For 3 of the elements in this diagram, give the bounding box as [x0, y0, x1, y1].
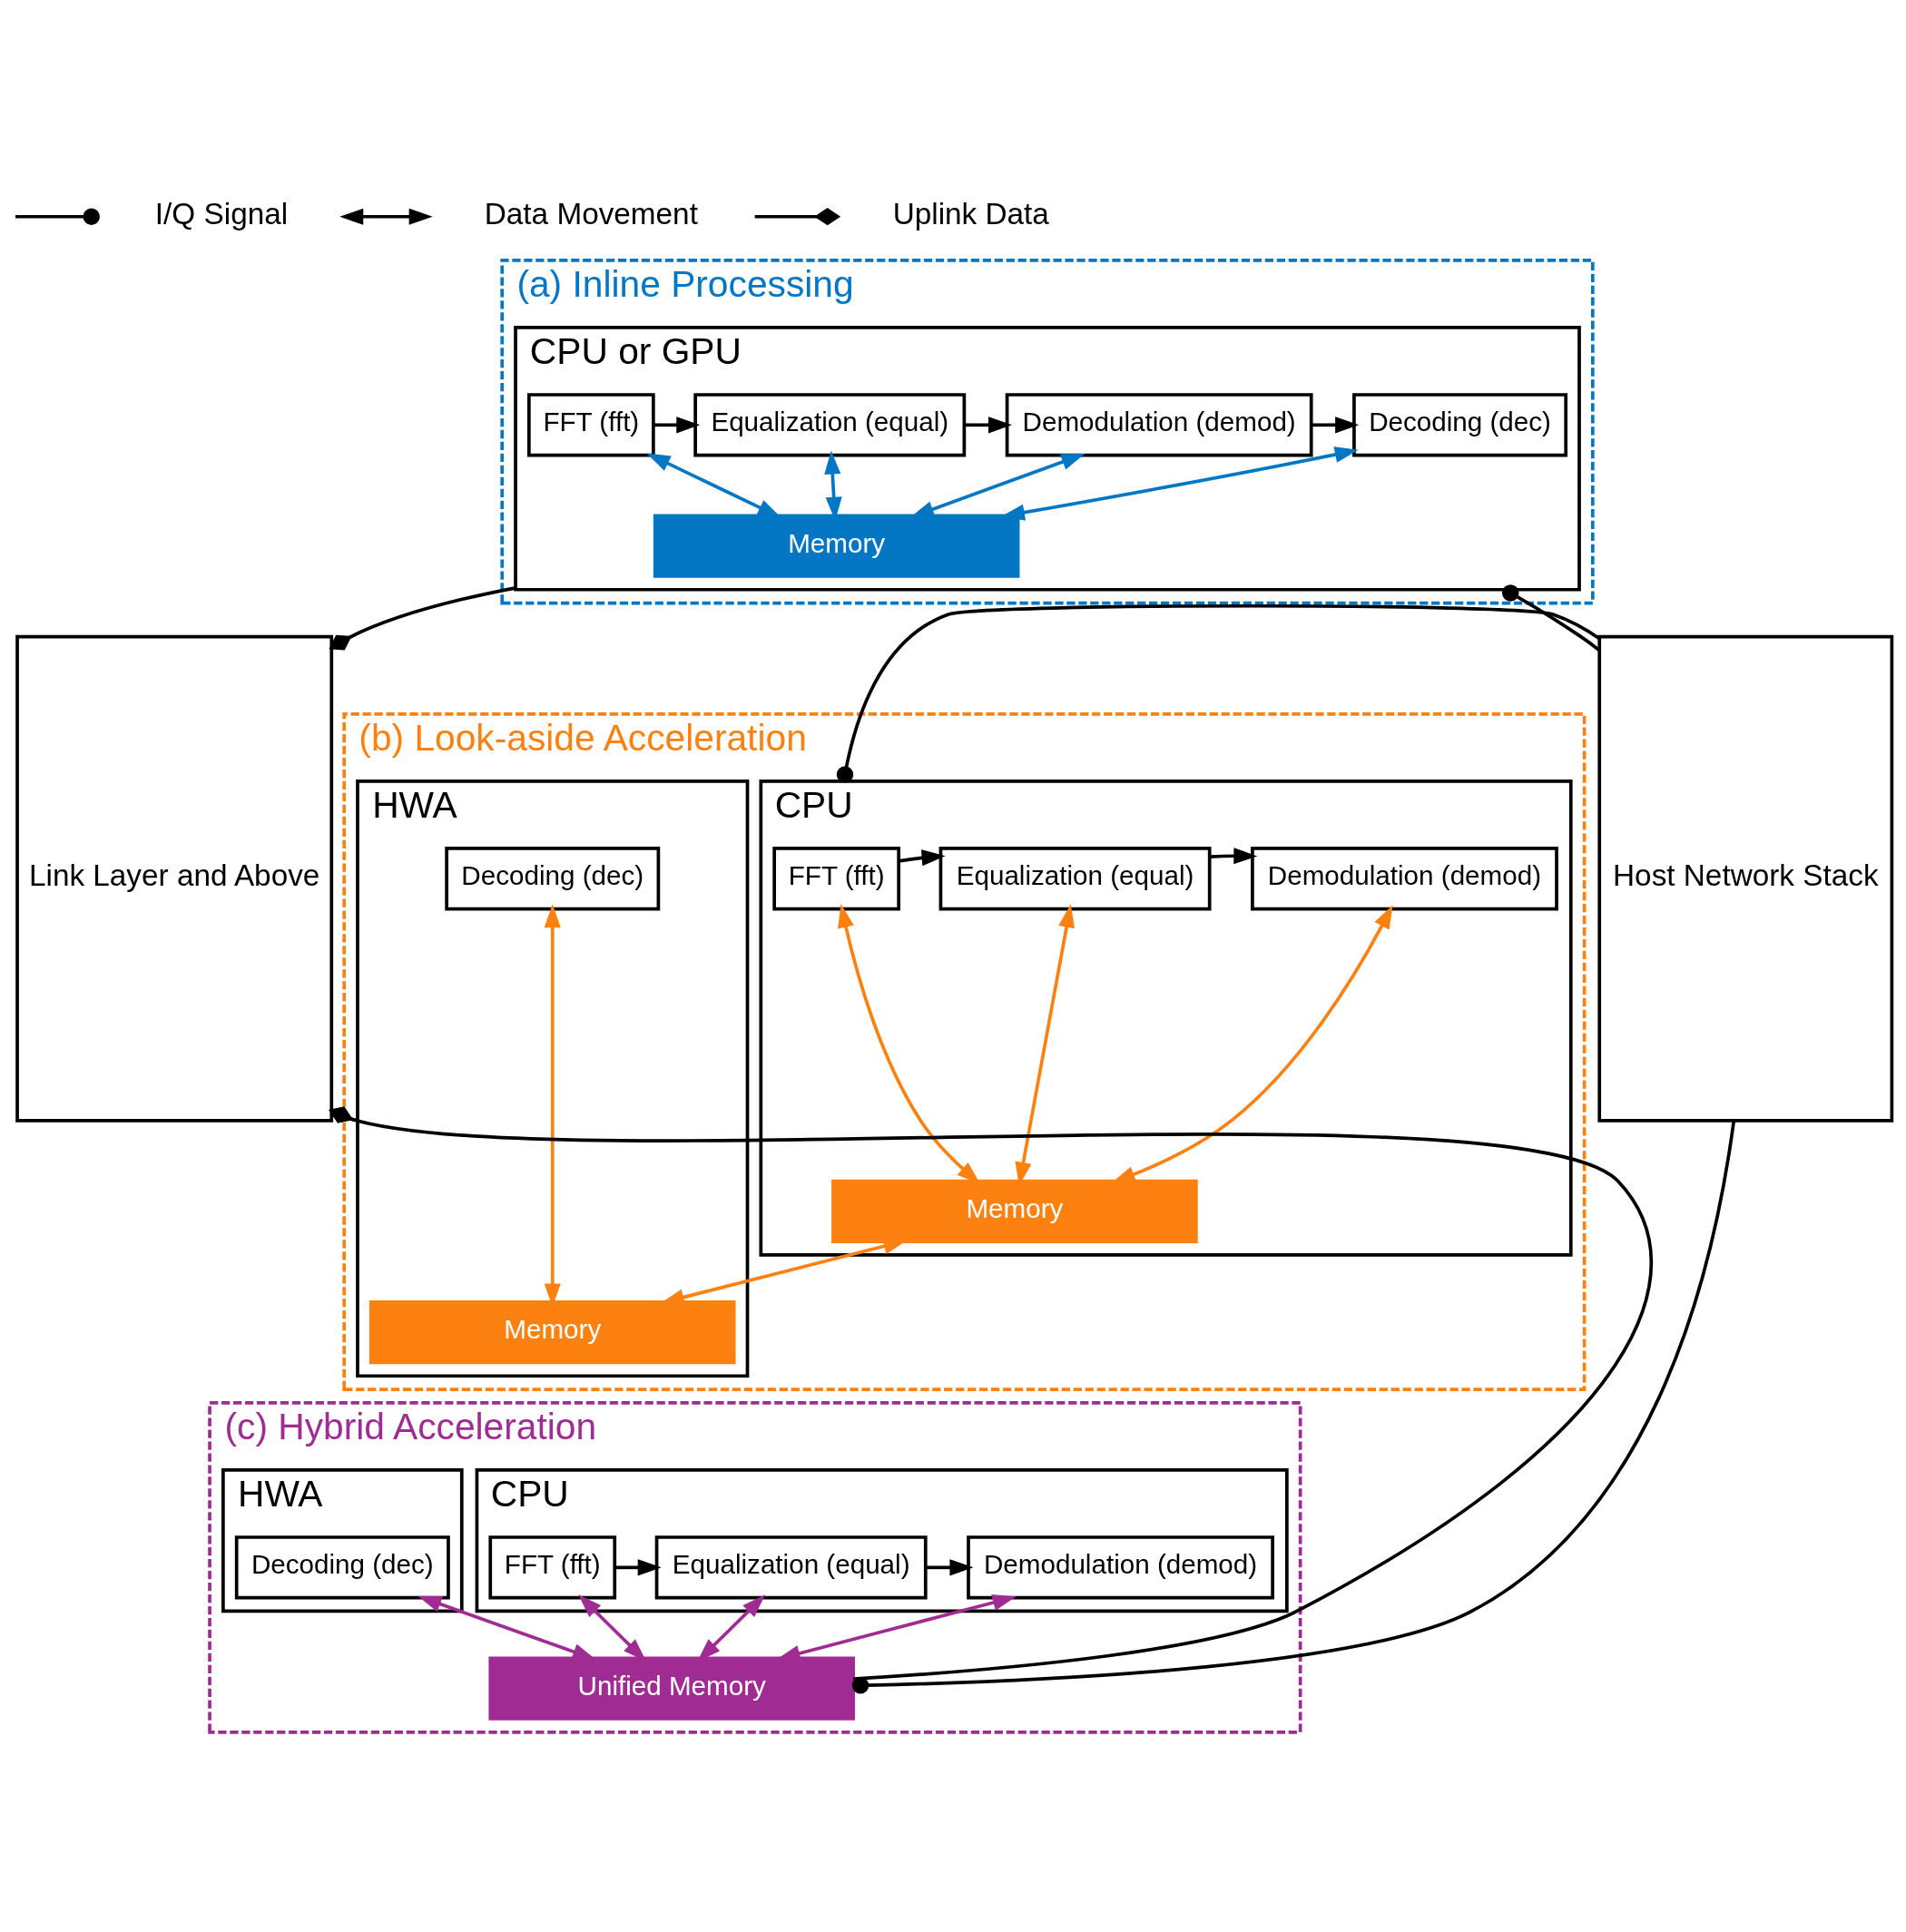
legend-label: Uplink Data — [892, 196, 1049, 230]
legend-label: Data Movement — [484, 196, 698, 230]
legend-label: I/Q Signal — [154, 196, 289, 230]
